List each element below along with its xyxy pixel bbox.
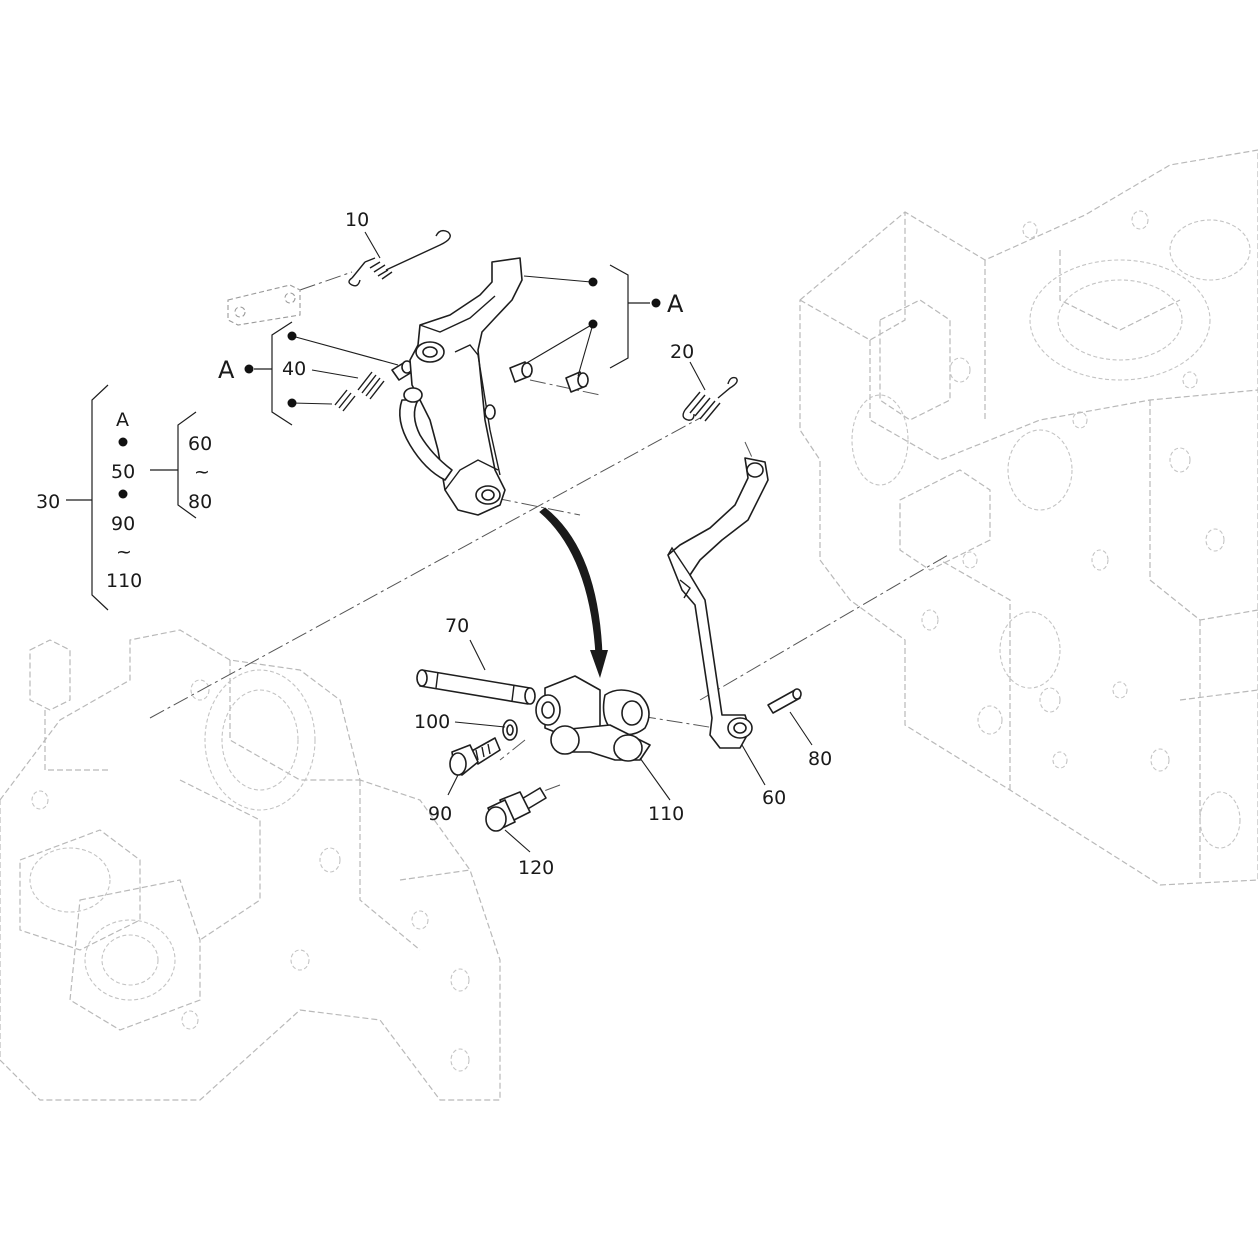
kit-item-90: 90 xyxy=(111,513,135,535)
callout-70: 70 xyxy=(445,615,469,637)
assembly-arrow xyxy=(539,507,608,678)
lever-block-110 xyxy=(535,675,651,762)
kit-sub-80: 80 xyxy=(188,491,212,513)
kit-sub-60: 60 xyxy=(188,433,212,455)
callout-30: 30 xyxy=(36,491,60,513)
spring-40 xyxy=(334,371,385,412)
gear-case-left-bores xyxy=(29,669,470,1072)
washer-100 xyxy=(502,719,518,741)
callout-20: 20 xyxy=(670,341,694,363)
callout-40: 40 xyxy=(282,358,306,380)
plunger-left xyxy=(391,360,413,381)
callout-a-right: A xyxy=(667,290,684,318)
bolt-120 xyxy=(485,787,547,832)
main-lever xyxy=(399,257,523,516)
bracket-right-a xyxy=(588,264,661,369)
callout-110: 110 xyxy=(648,803,684,825)
engine-block-right-outline xyxy=(799,149,1258,886)
callout-60: 60 xyxy=(762,787,786,809)
spring-10 xyxy=(348,229,451,287)
bracket-kit-30 xyxy=(66,384,197,611)
kit-tilde-1: ~ xyxy=(116,541,132,563)
kit-item-110: 110 xyxy=(106,570,142,592)
pin-80 xyxy=(767,688,802,714)
callout-a-left: A xyxy=(218,356,235,384)
lever-60 xyxy=(667,457,769,749)
callout-labels: 10 20 40 30 70 100 90 110 60 80 120 A A xyxy=(36,209,832,879)
leader-lines xyxy=(291,231,813,853)
callout-10: 10 xyxy=(345,209,369,231)
callout-100: 100 xyxy=(414,711,450,733)
callout-80: 80 xyxy=(808,748,832,770)
kit-30-contents: A 50 90 ~ 110 60 ~ 80 xyxy=(106,409,212,592)
engine-block-right-bores xyxy=(851,210,1251,849)
kit-item-a: A xyxy=(116,409,129,431)
ghost-bracket xyxy=(227,284,301,326)
callout-90: 90 xyxy=(428,803,452,825)
kit-item-50: 50 xyxy=(111,461,135,483)
kit-tilde-2: ~ xyxy=(194,461,210,483)
callout-120: 120 xyxy=(518,857,554,879)
shaft-70 xyxy=(416,669,536,705)
bracket-left-a xyxy=(244,321,297,426)
plungers-right xyxy=(509,361,589,393)
bolt-90 xyxy=(449,737,501,776)
gear-case-left-outline xyxy=(0,629,501,1101)
spring-20 xyxy=(682,376,738,422)
